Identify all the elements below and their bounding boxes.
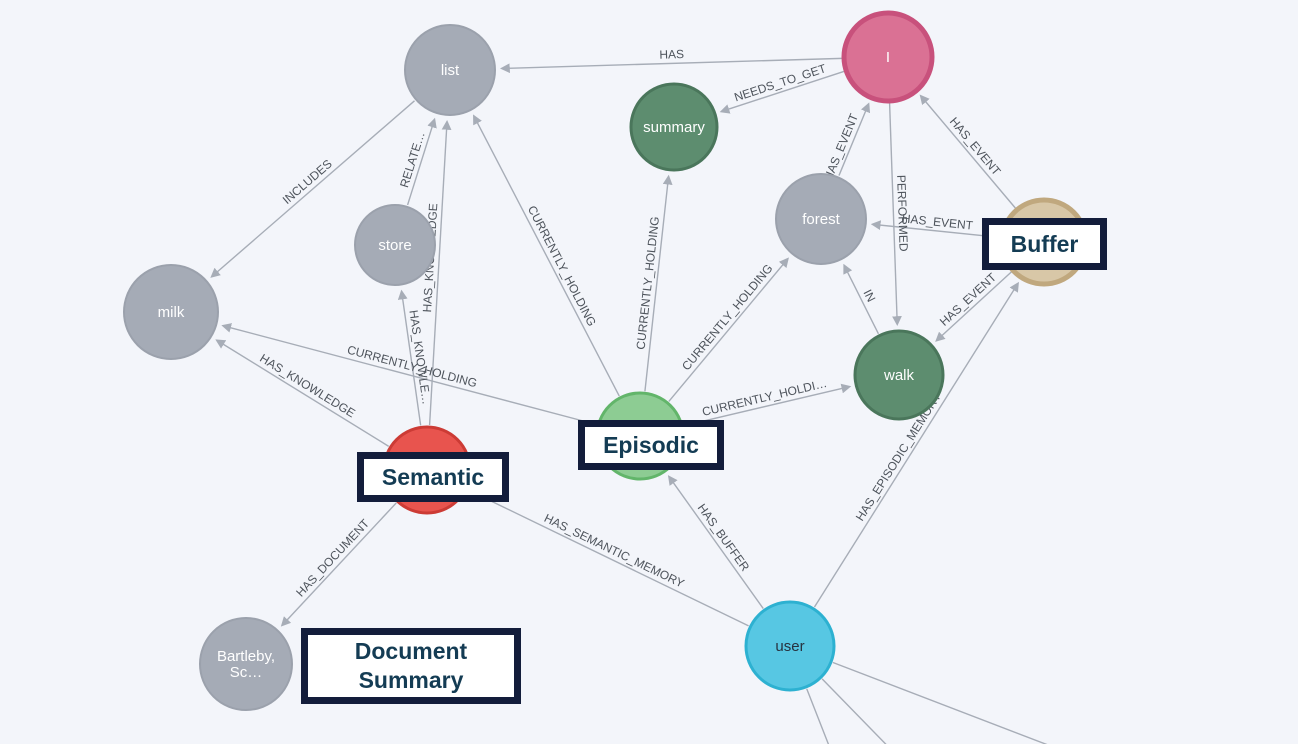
node-store[interactable]: store [354,204,436,286]
node-milk[interactable]: milk [123,264,219,360]
edge-label-buffer-i: HAS_EVENT [947,115,1004,179]
edge-list-milk[interactable] [210,100,415,278]
annotation-line: Buffer [1010,230,1079,257]
edge-user-episodic[interactable] [667,475,764,609]
edge-buffer-walk[interactable] [935,271,1013,342]
edge-user-off1[interactable] [806,688,860,744]
node-circle-user[interactable] [744,600,836,692]
annotation-line: Semantic [381,463,485,490]
annotation-line: Document [354,638,468,665]
edge-layer [210,57,1102,744]
edge-user-buffer[interactable] [813,281,1019,608]
node-user[interactable]: user [744,600,836,692]
edge-label-i-summary: NEEDS_TO_GET [732,61,828,104]
node-circle-store[interactable] [354,204,436,286]
edge-walk-forest[interactable] [843,263,880,335]
edge-label-walk-forest: IN [860,287,878,304]
edge-i-summary[interactable] [719,70,845,114]
node-circle-summary[interactable] [629,82,719,172]
node-walk[interactable]: walk [853,329,945,421]
annotation-line: Summary [358,667,464,693]
edge-semantic-store[interactable] [397,289,422,426]
edge-buffer-forest[interactable] [870,220,1001,239]
node-forest[interactable]: forest [775,173,867,265]
edge-label-list-milk: INCLUDES [280,157,335,207]
edge-i-list[interactable] [500,57,843,74]
annotation-buffer: Buffer [982,218,1107,270]
edge-semantic-list[interactable] [428,119,452,426]
node-circle-milk[interactable] [123,264,219,360]
edge-label-semantic-bartleby: HAS_DOCUMENT [293,516,372,600]
node-bartleby[interactable]: Bartleby,Sc… [199,617,293,711]
edge-episodic-forest[interactable] [668,257,789,402]
node-circle-i[interactable] [841,10,935,104]
edge-forest-i[interactable] [838,102,871,176]
edge-store-list[interactable] [406,117,437,206]
edge-semantic-bartleby[interactable] [280,502,397,627]
edge-episodic-milk[interactable] [221,323,597,426]
edge-label-user-episodic: HAS_BUFFER [695,501,753,574]
annotation-line: Episodic [603,431,699,458]
edge-label-i-list: HAS [659,47,684,62]
edge-label-episodic-summary: CURRENTLY_HOLDING [634,216,663,351]
edge-episodic-walk[interactable] [683,383,852,427]
edge-semantic-milk[interactable] [215,339,390,447]
annotation-episodic: Episodic [578,420,724,470]
edge-buffer-i[interactable] [919,94,1017,209]
node-i[interactable]: I [841,10,935,104]
annotation-semantic: Semantic [357,452,509,502]
edge-episodic-summary[interactable] [644,174,673,392]
edge-label-store-list: RELATE… [397,130,428,189]
node-list[interactable]: list [404,24,496,116]
edge-episodic-list[interactable] [473,114,620,397]
edge-label-semantic-milk: HAS_KNOWLEDGE [257,351,357,420]
node-circle-walk[interactable] [853,329,945,421]
edge-user-off3[interactable] [832,661,1102,744]
edge-user-semantic[interactable] [470,490,749,627]
edge-label-user-semantic: HAS_SEMANTIC_MEMORY [542,511,687,591]
node-circle-forest[interactable] [775,173,867,265]
node-circle-list[interactable] [404,24,496,116]
edge-label-buffer-forest: HAS_EVENT [901,211,974,232]
node-circle-bartleby[interactable] [199,617,293,711]
edge-label-episodic-list: CURRENTLY_HOLDING [525,203,599,328]
edge-user-off2[interactable] [821,678,947,744]
node-summary[interactable]: summary [629,82,719,172]
edge-label-episodic-walk: CURRENTLY_HOLDI… [701,376,829,419]
edge-label-i-walk: PERFORMED [894,175,911,252]
edge-label-episodic-forest: CURRENTLY_HOLDING [679,261,775,373]
edge-i-walk[interactable] [888,102,902,326]
edge-label-buffer-walk: HAS_EVENT [937,270,1000,329]
